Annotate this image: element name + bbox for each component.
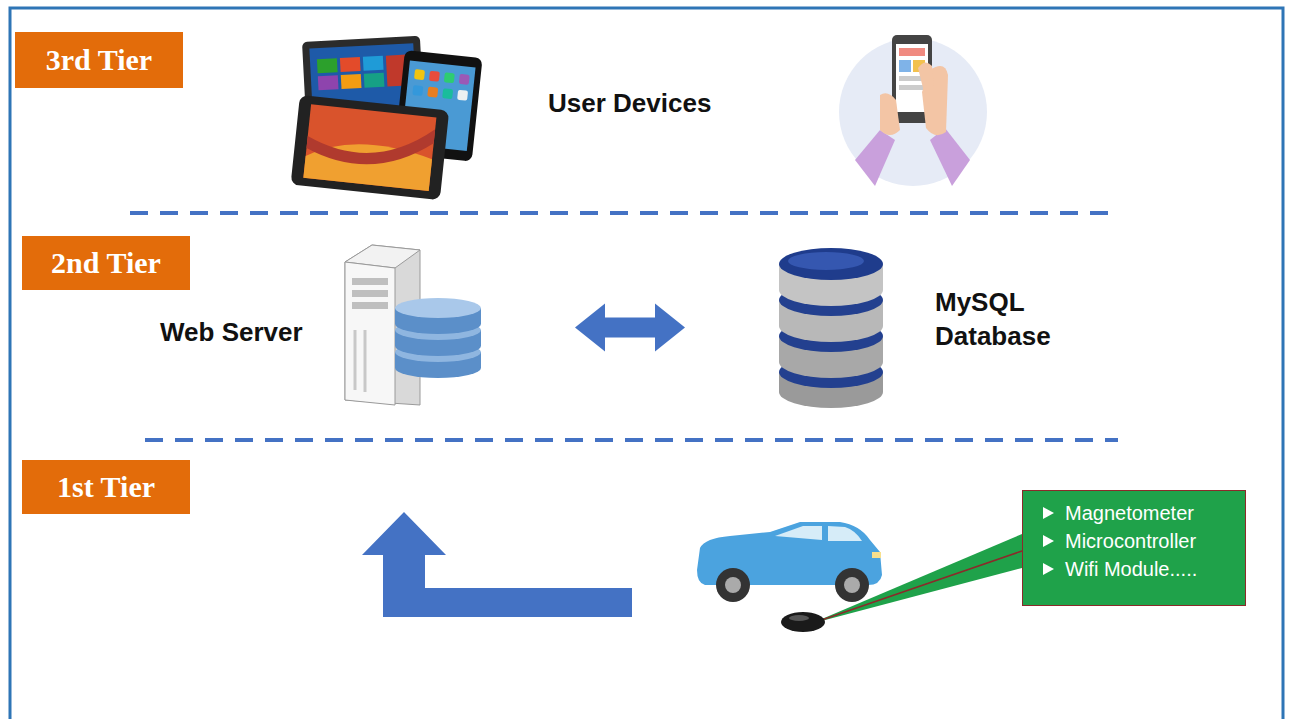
tablet-icons	[444, 72, 455, 83]
tablet-icons	[317, 58, 338, 73]
tablet-icons	[291, 95, 450, 200]
phone-hand-icon	[918, 62, 934, 92]
tablet-icons	[412, 85, 423, 96]
tier-label: 2nd Tier	[22, 236, 190, 290]
car-icon	[716, 568, 750, 602]
component-item: Wifi Module.....	[1039, 555, 1231, 583]
component-item: Microcontroller	[1039, 527, 1231, 555]
tier-name: 1st Tier	[57, 470, 155, 504]
web-server-icon	[352, 278, 388, 285]
car-icon	[725, 577, 741, 593]
tablet-icons	[427, 87, 438, 98]
phone-hand-icon	[899, 60, 911, 72]
tier-caption: User Devices	[548, 88, 711, 119]
web-server-icon	[345, 245, 481, 405]
tablet-icons	[459, 74, 470, 85]
tier-separator	[130, 211, 1108, 215]
phone-hand-icon	[930, 128, 970, 186]
upload-arrow	[362, 512, 632, 617]
car-icon	[697, 522, 882, 602]
frame-border	[10, 8, 1283, 719]
phone-hand-icon	[880, 93, 900, 135]
web-server-icon	[352, 290, 388, 297]
phone-hand-icon	[899, 85, 925, 90]
tier-label: 3rd Tier	[15, 32, 183, 88]
tier-name: 2nd Tier	[51, 246, 161, 280]
tablet-icons	[363, 56, 384, 71]
component-item: Magnetometer	[1039, 499, 1231, 527]
car-icon	[775, 526, 822, 540]
tablet-icons	[341, 74, 362, 89]
tablet-icons	[442, 88, 453, 99]
tablet-icons	[305, 116, 435, 172]
car-icon	[828, 526, 862, 541]
car-icon	[835, 568, 869, 602]
block-arrow	[575, 304, 685, 352]
tablet-icons	[340, 57, 361, 72]
tier-separator	[145, 438, 1118, 442]
node-label: MySQL Database	[935, 286, 1085, 354]
web-server-icon	[345, 262, 395, 405]
magnetometer-sensor	[789, 615, 809, 621]
car-icon	[872, 552, 881, 558]
database-icon	[779, 248, 883, 280]
web-server-node: Web Server	[160, 245, 485, 405]
database-icon	[779, 248, 883, 408]
web-server-icon	[364, 330, 367, 392]
database-node: MySQL Database	[775, 250, 1085, 410]
tablet-icons	[291, 95, 450, 200]
component-callout: MagnetometerMicrocontrollerWifi Module..…	[1022, 490, 1246, 606]
web-server-icon	[354, 330, 357, 390]
tablet-icons	[303, 104, 436, 191]
callout-pointer	[810, 534, 1022, 624]
tablet-icons	[457, 90, 468, 101]
tablet-icons	[318, 75, 339, 90]
tablet-icons	[291, 36, 483, 200]
web-server-icon	[352, 302, 388, 309]
node-label: Web Server	[160, 316, 303, 350]
tier-label: 1st Tier	[22, 460, 190, 514]
tablet-icons	[364, 73, 385, 88]
phone-hand-icon	[839, 35, 987, 186]
database-icon	[788, 252, 864, 270]
web-server-icon	[395, 298, 481, 318]
callout-leader	[810, 551, 1022, 624]
phone-hand-icon	[839, 38, 987, 186]
tablet-icons	[414, 69, 425, 80]
magnetometer-sensor	[781, 612, 825, 632]
car-icon	[844, 577, 860, 593]
web-server-icon	[395, 298, 481, 378]
phone-hand-icon	[899, 48, 925, 56]
tablet-icons	[429, 71, 440, 82]
phone-hand-icon	[855, 130, 895, 186]
tier-name: 3rd Tier	[46, 43, 152, 77]
